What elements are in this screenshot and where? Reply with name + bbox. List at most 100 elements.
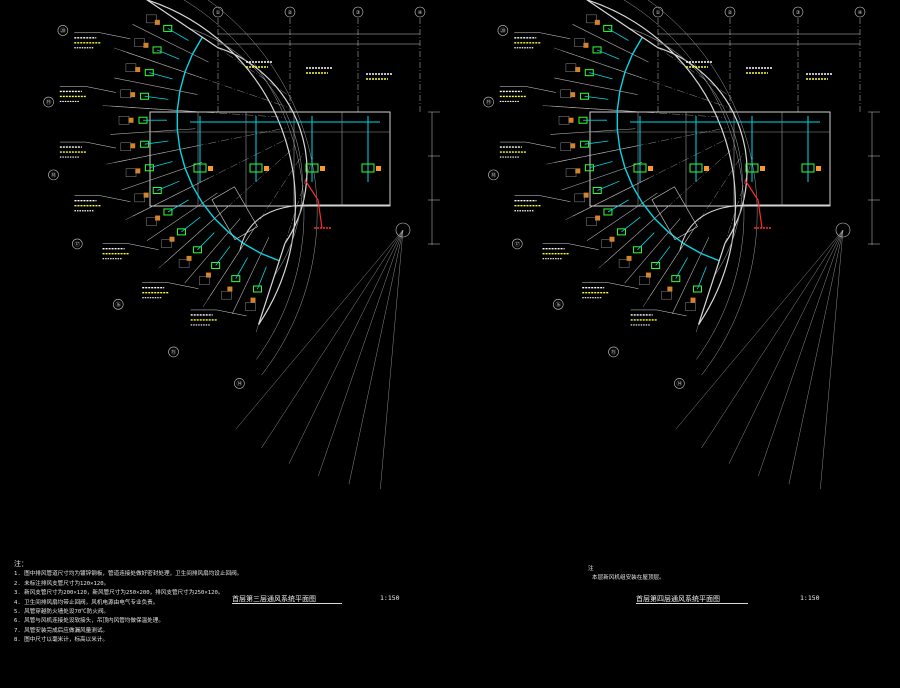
main-duct	[616, 90, 621, 111]
air-diffuser	[583, 42, 589, 48]
grid-axis-label: ⑳	[500, 26, 506, 34]
main-duct	[632, 185, 644, 204]
note-item: 4. 卫生间排风扇均带止回阀，风机电源由电气专业负责。	[14, 599, 159, 606]
main-duct	[214, 217, 229, 233]
air-diffuser	[816, 166, 821, 171]
branch-duct	[215, 246, 231, 266]
air-diffuser	[250, 297, 256, 303]
branch-duct	[637, 232, 655, 251]
main-duct	[192, 185, 204, 204]
fan-coil-unit	[231, 275, 241, 283]
fixture	[198, 276, 210, 285]
fixture	[125, 168, 137, 177]
main-duct	[228, 231, 245, 245]
main-duct	[201, 202, 216, 219]
plan-right-scale: 1:150	[800, 594, 820, 602]
grid-axis-label: ③	[796, 9, 801, 16]
branch-duct	[144, 140, 169, 145]
air-diffuser	[575, 67, 581, 73]
grid-axis-bubble	[792, 6, 804, 18]
plan-right-title: 首层第四层通风系统平面图 1:150	[636, 594, 820, 604]
end-wall	[257, 243, 286, 325]
plan-left-scale: 1:150	[380, 594, 400, 602]
branch-duct	[156, 49, 180, 60]
grid-axis-bubble	[552, 299, 564, 310]
air-diffuser	[130, 143, 136, 149]
radial-dimension-line	[788, 229, 844, 485]
stair-core	[651, 186, 698, 241]
grid-axis-line	[125, 137, 290, 220]
main-duct	[243, 243, 262, 255]
main-duct	[176, 90, 181, 111]
room-partition	[132, 24, 209, 63]
grid-axis-label: ⑰	[514, 240, 520, 248]
grid-axis-label: ③	[356, 9, 361, 16]
room-partition	[231, 237, 270, 315]
radial-dimension-line	[261, 229, 404, 449]
leader-line	[59, 86, 116, 93]
corridor-wall	[628, 28, 743, 277]
fixture	[221, 290, 232, 300]
fan-coil-unit	[580, 140, 590, 148]
branch-duct	[675, 257, 688, 279]
branch-duct	[607, 199, 629, 213]
grid-axis-bubble	[652, 6, 664, 18]
main-duct	[654, 217, 669, 233]
main-duct	[641, 202, 656, 219]
fan-coil-unit	[633, 163, 647, 173]
grid-axis-bubble	[724, 6, 736, 18]
grid-axis-label: ⑰	[74, 240, 80, 248]
fan-coil-unit	[592, 46, 602, 54]
grid-axis-label: ⑱	[491, 171, 497, 179]
note2-heading: 注	[588, 566, 594, 572]
main-duct	[700, 252, 720, 262]
air-diffuser	[645, 272, 651, 278]
grid-axis-label: ①	[216, 9, 221, 16]
air-diffuser	[568, 117, 574, 123]
corridor-wall	[188, 28, 303, 277]
grid-axis-bubble	[608, 346, 619, 358]
grid-axis-label: ⑲	[486, 98, 492, 106]
floor-plan-right: ①②③④⑭⑮⑯⑰⑱⑲⑳⑭	[483, 0, 880, 490]
fan-coil-unit	[632, 246, 642, 254]
branch-duct	[584, 95, 609, 100]
grid-axis-bubble	[212, 6, 224, 18]
floor-plan-left: ①②③④⑭⑮⑯⑰⑱⑲⑳⑭	[43, 0, 440, 490]
leader-line	[74, 32, 131, 40]
radial-dimension-line	[728, 229, 844, 464]
fixture	[574, 193, 585, 203]
room-partition	[114, 77, 198, 95]
branch-duct	[621, 216, 641, 233]
main-duct	[184, 53, 194, 73]
grid-axis-label: ⑳	[60, 26, 66, 34]
radial-dimension-line	[318, 229, 404, 476]
main-duct	[631, 36, 643, 55]
branch-duct	[589, 72, 613, 80]
fan-coil-unit	[144, 69, 154, 77]
main-duct	[619, 149, 626, 169]
air-diffuser	[264, 166, 269, 171]
grid-axis-line	[542, 105, 726, 118]
fan-coil-unit	[176, 228, 186, 236]
grid-axis-bubble	[414, 6, 426, 18]
leader-line	[142, 282, 199, 289]
branch-duct	[697, 266, 707, 290]
dimension-arc	[207, 0, 318, 376]
fixture	[120, 142, 132, 151]
fan-coil-unit	[616, 228, 626, 236]
fan-coil-unit	[152, 186, 162, 194]
fan-coil-unit	[671, 275, 681, 283]
plan-right-title-text: 首层第四层通风系统平面图	[636, 595, 720, 603]
main-duct	[260, 252, 280, 262]
air-diffuser	[135, 168, 141, 174]
grid-axis-line	[546, 127, 726, 165]
grid-axis-bubble	[57, 25, 69, 36]
grid-axis-label: ②	[728, 9, 733, 16]
fan-coil-unit	[152, 46, 162, 54]
stair-core	[211, 186, 258, 241]
room-partition	[572, 24, 649, 63]
centre-point-bubble	[835, 222, 851, 238]
branch-duct	[167, 199, 189, 213]
fan-coil-unit	[603, 208, 613, 216]
